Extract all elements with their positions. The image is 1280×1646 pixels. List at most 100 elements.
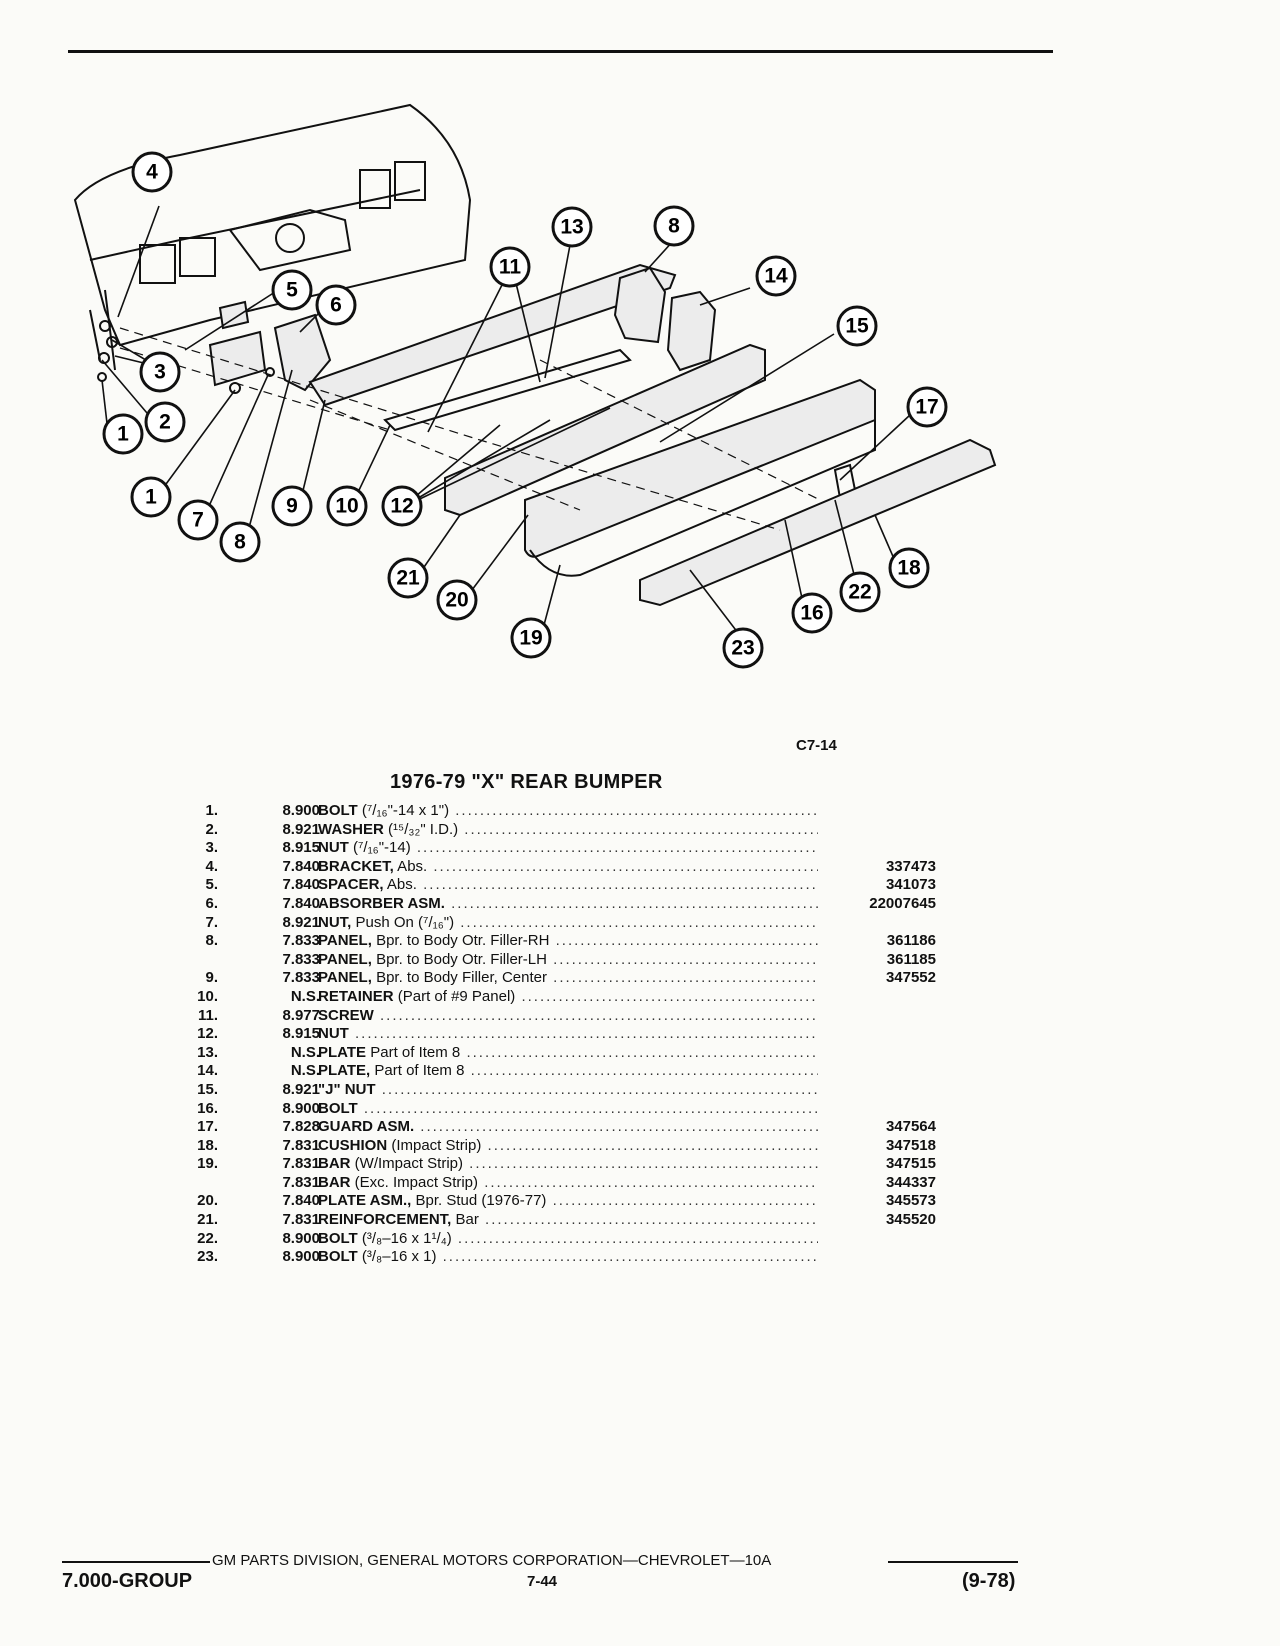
item-name: PLATE, [318,1062,371,1080]
callout-12: 12 [381,485,423,527]
item-number: 20. [197,1192,218,1210]
outer-filler-panels [613,266,717,372]
item-description: GUARD ASM. .............................… [318,1118,818,1137]
item-spec: (¹⁵/₃₂" I.D.) [383,820,459,838]
item-number: 2. [205,820,218,838]
item-description: BAR (Exc. Impact Strip) ................… [318,1174,818,1193]
item-spec: Abs. [383,876,417,894]
group-number: 7.833 [282,969,320,987]
item-spec: Abs. [393,857,428,875]
absorber-bracket-assembly [97,300,332,394]
callout-label: 9 [286,495,298,518]
item-description: NUT (⁷/₁₆"-14) .........................… [318,839,818,858]
callout-label: 13 [560,216,583,239]
group-number: 8.921 [282,820,320,838]
dot-leader: ........................................… [521,987,818,1005]
part-number: 347518 [885,1136,936,1154]
callout-8-lower: 8 [219,521,261,563]
item-name: WASHER [318,820,384,838]
item-spec: Bar [451,1211,479,1229]
callout-label: 8 [234,531,246,554]
item-description: NUT ....................................… [318,1025,818,1044]
item-number: 7. [205,913,218,931]
item-description: ABSORBER ASM. ..........................… [318,895,818,914]
item-description: BOLT ...................................… [318,1100,818,1119]
callout-23: 23 [722,627,764,669]
item-name: PANEL, [318,969,372,987]
dot-leader: ........................................… [485,1211,818,1229]
dot-leader: ........................................… [442,1248,818,1266]
item-description: PLATE, Part of Item 8 ..................… [318,1062,818,1081]
item-description: REINFORCEMENT, Bar .....................… [318,1211,818,1230]
group-number: 8.977 [282,1006,320,1024]
item-number: 5. [205,876,218,894]
item-spec: Bpr. to Body Filler, Center [371,969,547,987]
callout-label: 1 [145,486,157,509]
item-name: "J" NUT [318,1080,376,1098]
callout-label: 17 [915,396,938,419]
dot-leader: ........................................… [457,1229,818,1247]
group-number: 7.840 [282,1192,320,1210]
dot-leader: ........................................… [553,969,818,987]
item-spec: Bpr. to Body Otr. Filler-LH [371,950,547,968]
item-name: GUARD ASM. [318,1118,415,1136]
item-description: WASHER (¹⁵/₃₂" I.D.) ...................… [318,821,818,840]
callout-label: 19 [519,627,542,650]
page-title: 1976-79 "X" REAR BUMPER [390,771,663,793]
item-number: 8. [205,932,218,950]
callout-20: 20 [436,579,478,621]
part-number: 341073 [885,876,936,894]
item-name: BOLT [318,1229,358,1247]
callout-15: 15 [836,305,878,347]
top-rule [68,50,1053,53]
dot-leader: ........................................… [552,1192,818,1210]
item-number: 21. [197,1211,218,1229]
callout-16: 16 [791,592,833,634]
callout-10: 10 [326,485,368,527]
callout-label: 8 [668,215,680,238]
item-number: 9. [205,969,218,987]
item-description: NUT, Push On (⁷/₁₆") ...................… [318,914,818,933]
item-spec: Part of Item 8 [366,1043,461,1061]
callout-14: 14 [755,255,797,297]
callout-22: 22 [839,571,881,613]
group-number: 7.831 [282,1136,320,1154]
callout-label: 1 [117,423,129,446]
item-number: 6. [205,894,218,912]
dot-leader: ........................................… [380,1006,818,1024]
footer-publisher-line: GM PARTS DIVISION, GENERAL MOTORS CORPOR… [212,1552,772,1569]
callout-1-upper: 1 [102,413,144,455]
callout-4: 4 [131,151,173,193]
group-number: 8.921 [282,1080,320,1098]
callout-label: 14 [764,265,788,288]
item-name: ABSORBER ASM. [318,894,445,912]
item-name: REINFORCEMENT, [318,1211,452,1229]
item-name: BOLT [318,802,358,819]
item-number: 3. [205,839,218,857]
group-number: 8.915 [282,1025,320,1043]
item-description: PLATE Part of Item 8 ...................… [318,1044,818,1063]
item-description: PLATE ASM., Bpr. Stud (1976-77) ........… [318,1192,818,1211]
item-number: 14. [197,1062,218,1080]
footer-group: 7.000-GROUP [62,1570,193,1592]
item-description: SCREW ..................................… [318,1007,818,1026]
dot-leader: ........................................… [363,1099,818,1117]
item-name: NUT, [318,913,352,931]
group-number: 7.840 [282,857,320,875]
callout-11: 11 [489,246,531,288]
dot-leader: ........................................… [420,1118,818,1136]
item-description: BAR (W/Impact Strip) ...................… [318,1155,818,1174]
item-name: PLATE ASM., [318,1192,412,1210]
part-number: 347552 [885,969,936,987]
item-description: RETAINER (Part of #9 Panel) ............… [318,988,818,1007]
item-spec: (Part of #9 Panel) [393,987,516,1005]
